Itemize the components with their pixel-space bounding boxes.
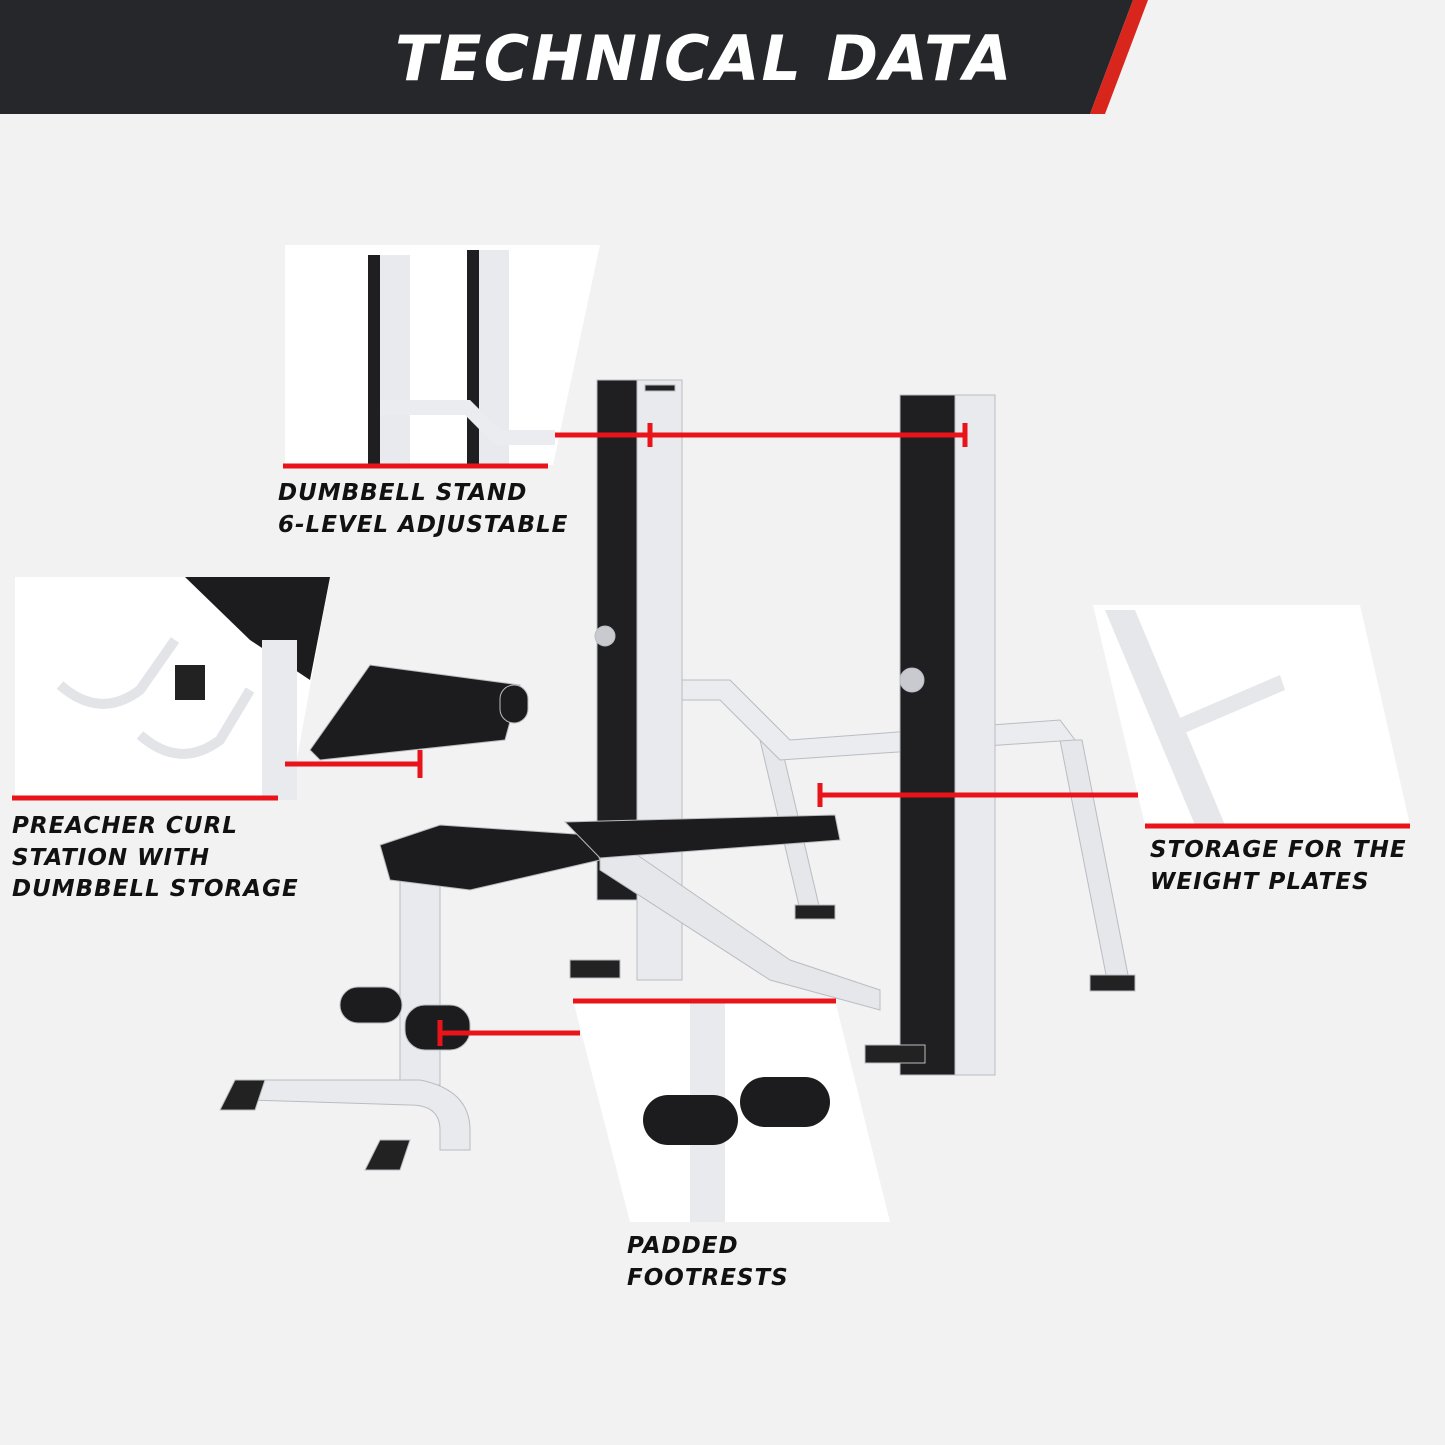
- callout-line: STORAGE FOR THE: [1150, 837, 1407, 863]
- callout-line: FOOTRESTS: [627, 1264, 789, 1291]
- callout-preacher-curl: PREACHER CURL STATION WITH DUMBBELL STOR…: [12, 811, 299, 906]
- callout-line: DUMBBELL STORAGE: [12, 876, 299, 902]
- callout-line: 6-LEVEL ADJUSTABLE: [278, 511, 569, 538]
- callout-lines: [12, 423, 1410, 1046]
- callout-line: DUMBBELL STAND: [278, 480, 528, 506]
- callout-padded-footrests: PADDED FOOTRESTS: [627, 1231, 789, 1294]
- accent-stripe: [1090, 0, 1148, 114]
- callout-line: WEIGHT PLATES: [1150, 868, 1370, 895]
- inset-dumbbell-stand: [285, 245, 600, 465]
- callout-dumbbell-stand: DUMBBELL STAND 6-LEVEL ADJUSTABLE: [278, 478, 568, 541]
- inset-footrests: [573, 1000, 890, 1222]
- weight-bench: [219, 379, 1136, 1171]
- page-title: TECHNICAL DATA: [395, 22, 1014, 95]
- callout-weight-plate-storage: STORAGE FOR THE WEIGHT PLATES: [1150, 835, 1407, 898]
- header-banner: [0, 0, 1148, 114]
- callout-line: STATION WITH: [12, 844, 210, 871]
- inset-weight-plate-storage: [1093, 605, 1410, 825]
- callout-line: PREACHER CURL: [12, 813, 238, 839]
- inset-preacher-curl: [15, 577, 330, 800]
- callout-line: PADDED: [627, 1233, 739, 1259]
